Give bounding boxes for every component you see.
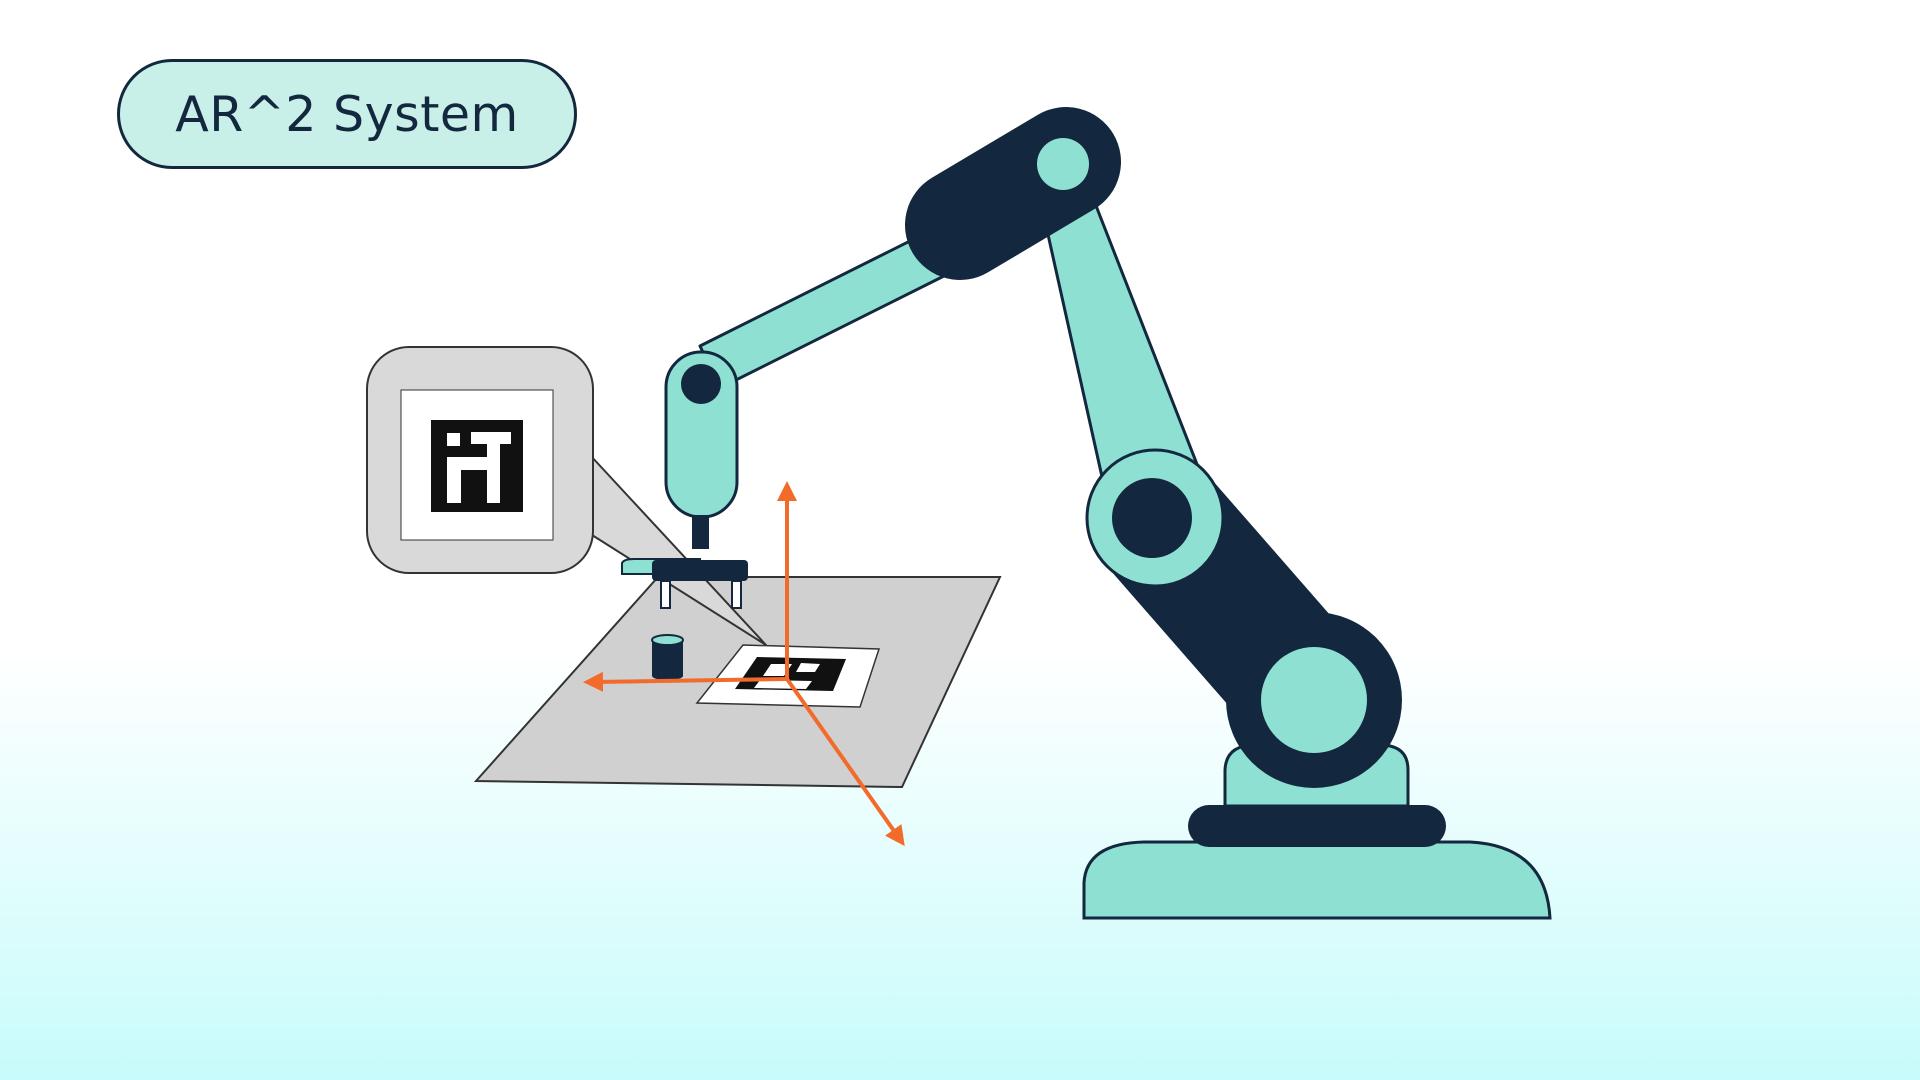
robot-base xyxy=(1082,840,1552,920)
ar-marker-icon xyxy=(431,420,523,512)
table-object-cylinder xyxy=(651,634,684,680)
xyz-axes-icon xyxy=(583,481,905,847)
robot-base-collar xyxy=(1188,805,1446,847)
robot-arm-icon xyxy=(621,107,1552,920)
marker-callout xyxy=(366,346,767,646)
system-title: AR^2 System xyxy=(117,59,577,169)
